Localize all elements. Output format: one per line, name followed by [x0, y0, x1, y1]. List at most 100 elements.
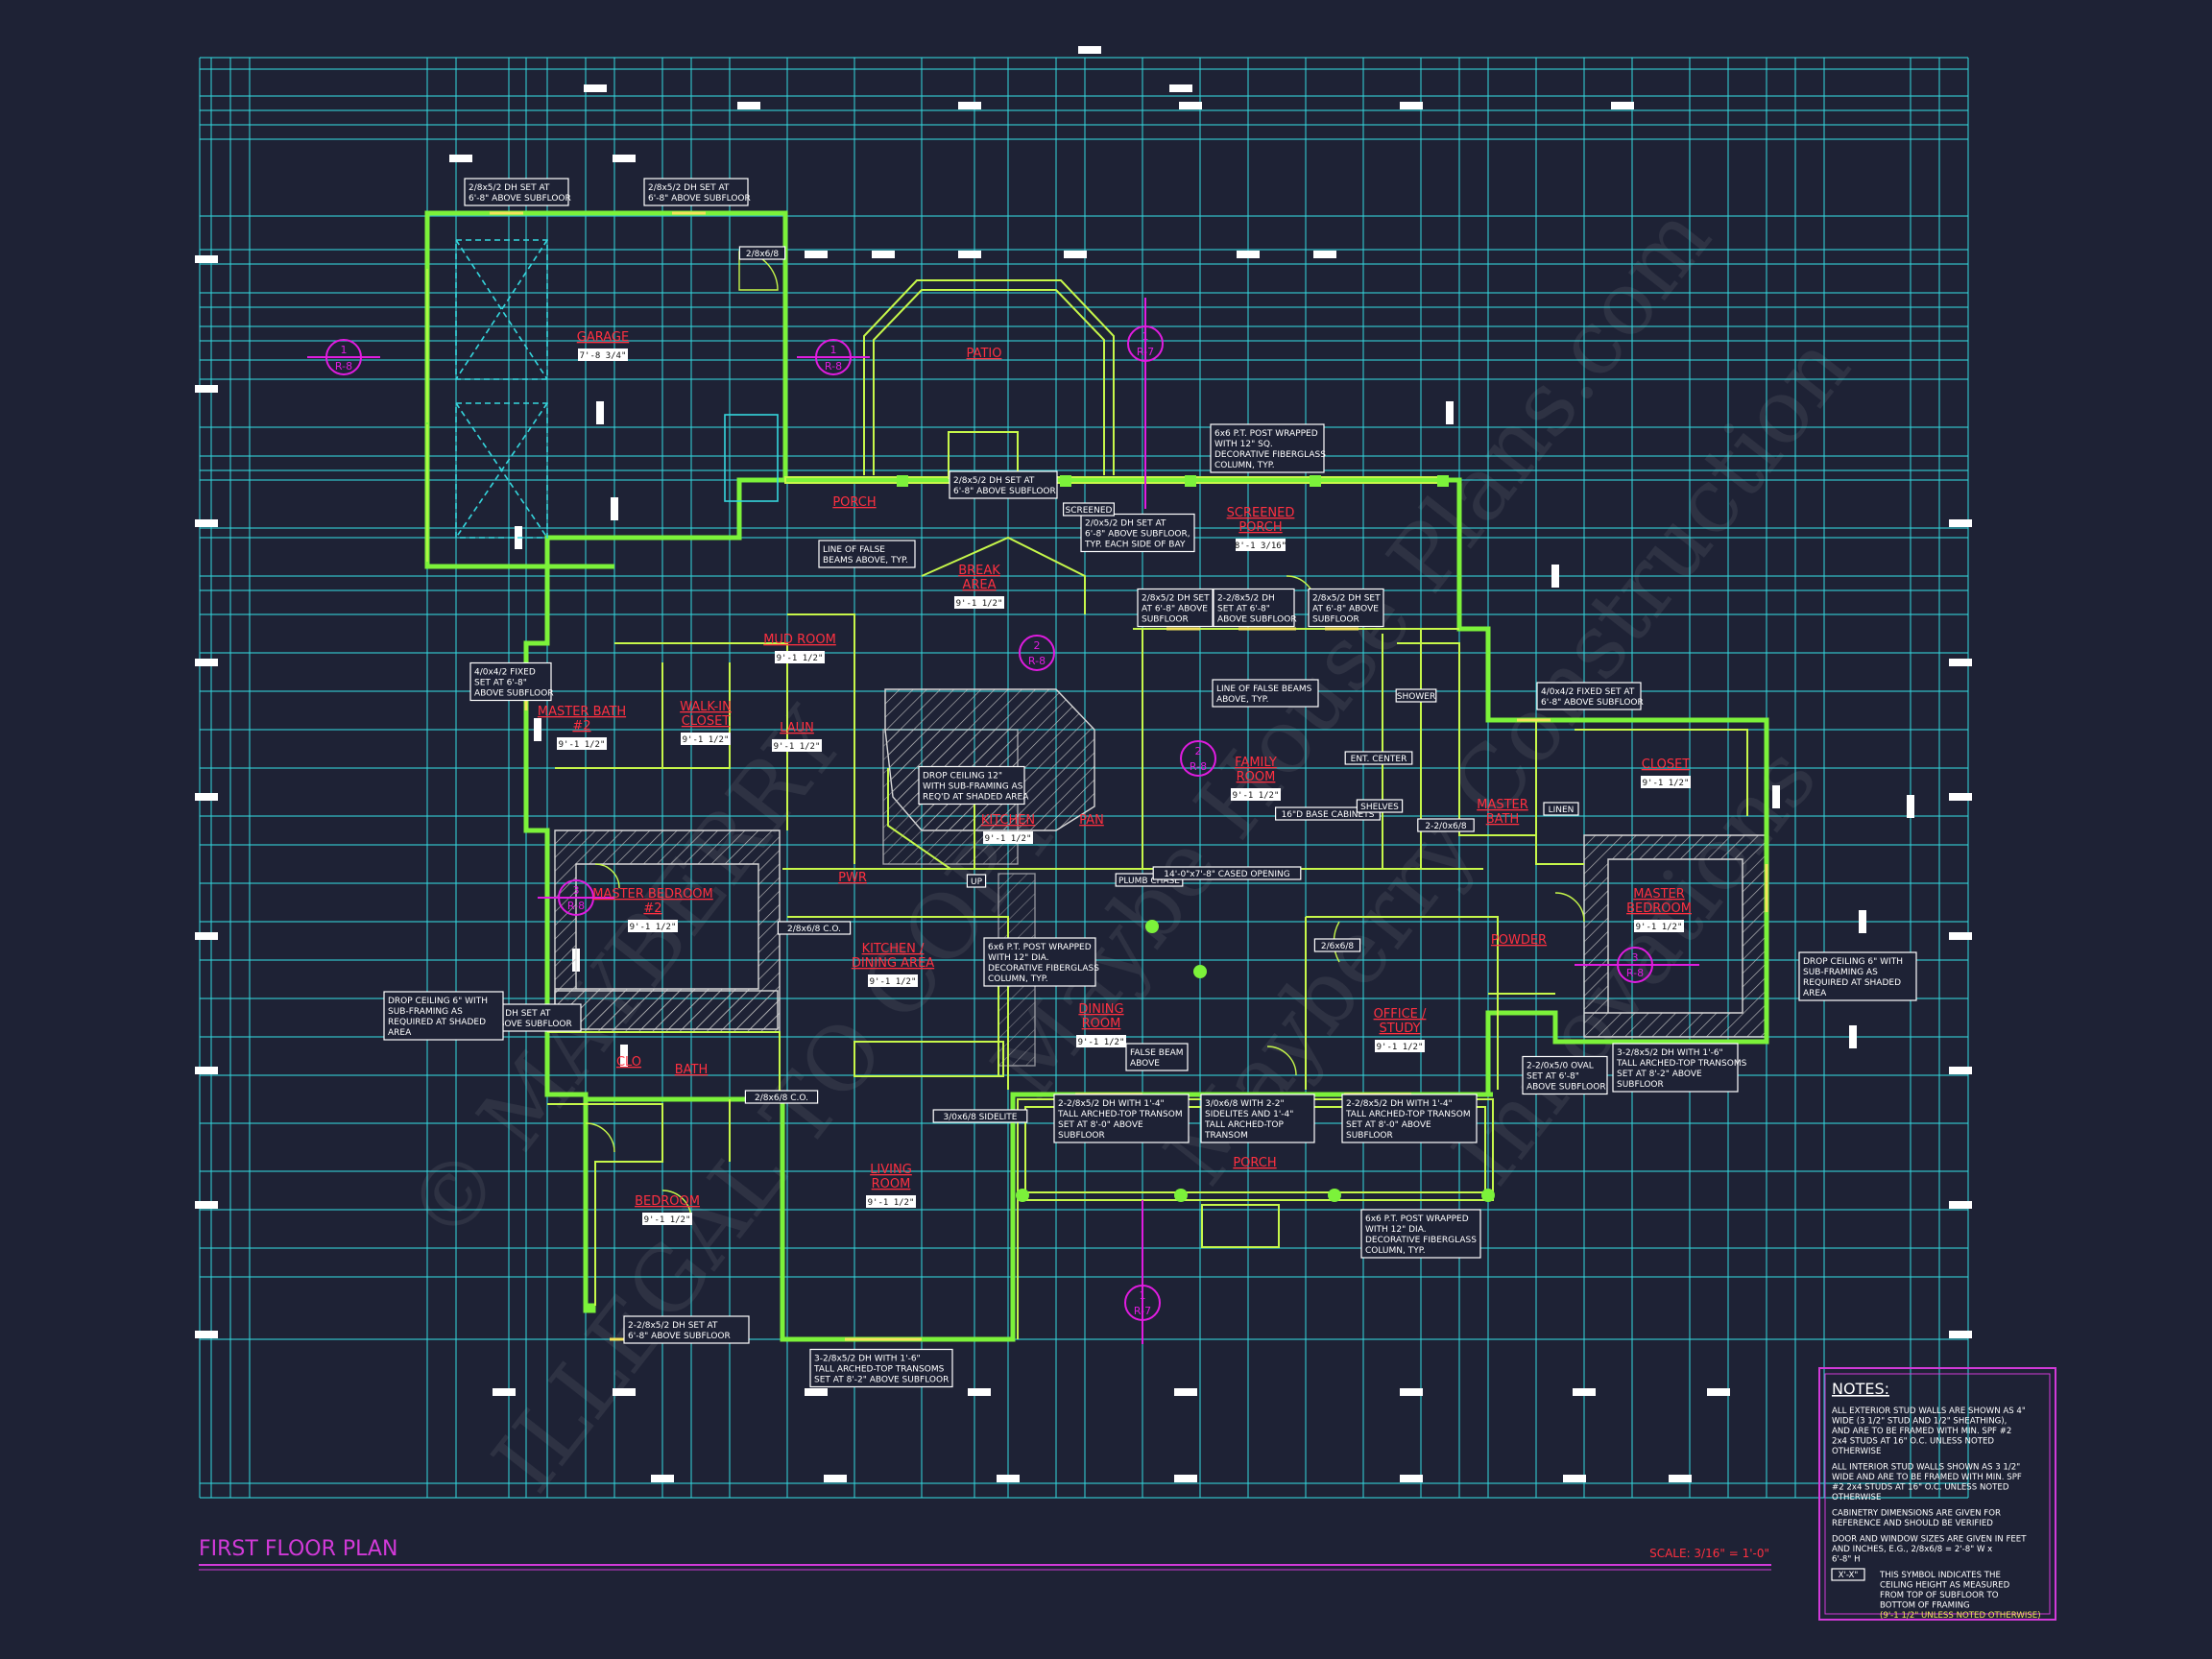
callout-text: SET AT 6'-8" — [1217, 605, 1270, 614]
ceiling-height: 9'-1 1/2" — [644, 1215, 691, 1225]
small-label: SCREENED — [1062, 502, 1115, 517]
notes-item: ALL INTERIOR STUD WALLS SHOWN AS 3 1/2" — [1832, 1463, 2020, 1473]
room-label: CLO — [616, 1055, 641, 1070]
callout-text: DROP CEILING 6" WITH — [1803, 957, 1903, 967]
small-label-box — [1313, 938, 1361, 952]
ceiling-height: 9'-1 1/2" — [1643, 779, 1690, 788]
small-label-text: SCREENED — [1066, 506, 1113, 516]
svg-text:R-8: R-8 — [1028, 655, 1046, 667]
callout-box — [983, 937, 1096, 987]
dimension-tick — [449, 155, 472, 162]
notes-item: DOOR AND WINDOW SIZES ARE GIVEN IN FEET — [1832, 1535, 2027, 1545]
notes-item: OTHERWISE — [1832, 1493, 1881, 1503]
dimension-tick — [1446, 401, 1454, 424]
small-label-text: 2/6x6/8 — [1321, 942, 1355, 951]
svg-text:3: 3 — [1632, 951, 1639, 964]
small-label-text: PLUMB CHASE — [1118, 877, 1180, 886]
callout-text: ABOVE SUBFLOOR — [1217, 615, 1297, 625]
room-name: MASTER — [1633, 887, 1685, 902]
dimension-tick — [1907, 795, 1914, 818]
small-label-text: 14'-0"x7'-8" CASED OPENING — [1164, 870, 1289, 879]
callout-text: SUBFLOOR — [1058, 1131, 1105, 1141]
small-label: 2/8x6/8 — [738, 246, 786, 260]
callout-text: TALL ARCHED-TOP TRANSOM — [1057, 1110, 1183, 1119]
dimension-tick — [805, 251, 828, 258]
small-label-box — [1344, 751, 1413, 765]
notes-item: ALL EXTERIOR STUD WALLS ARE SHOWN AS 4" — [1832, 1407, 2026, 1416]
small-label-box — [966, 874, 987, 888]
callout-text: 2/8x5/2 DH SET — [1312, 594, 1381, 604]
small-label-box — [1417, 818, 1475, 832]
callout-text: 6'-8" ABOVE SUBFLOOR, — [1085, 530, 1190, 540]
ceiling-height: 8'-1 3/16" — [1235, 541, 1286, 551]
notes-item: AND ARE TO BE FRAMED WITH MIN. SPF #2 — [1832, 1427, 2011, 1436]
callout-text: LINE OF FALSE BEAMS — [1216, 685, 1312, 694]
notes-item: CEILING HEIGHT AS MEASURED — [1880, 1581, 2010, 1591]
room-name: MASTER — [1477, 798, 1528, 812]
dimension-tick — [872, 251, 895, 258]
callout-text: REQUIRED AT SHADED — [388, 1018, 486, 1027]
ceiling-height-box — [642, 1213, 692, 1225]
ceiling-height-box — [1634, 920, 1684, 932]
callout-text: WITH 12" DIA. — [988, 953, 1049, 963]
room-name: PATIO — [967, 347, 1002, 361]
dimension-tick — [1707, 1388, 1730, 1396]
room-name: LAUN — [780, 721, 814, 735]
room-name: #2 — [572, 719, 590, 733]
callout-text: REQUIRED AT SHADED — [1803, 978, 1901, 988]
callout-text: SET AT 6'-8" — [474, 679, 527, 688]
small-label-text: 2/8x6/8 C.O. — [787, 925, 841, 934]
callout-box — [1612, 1043, 1739, 1093]
callout-text: DECORATIVE FIBERGLASS — [988, 964, 1099, 974]
dimension-tick — [1949, 932, 1972, 940]
callout: 2-2/8x5/2 DH WITH 1'-4"TALL ARCHED-TOP T… — [1341, 1094, 1478, 1143]
ceiling-height-box — [954, 596, 1004, 609]
callout-text: REQ'D AT SHADED AREA — [923, 793, 1029, 803]
callout-text: SET AT 6'-8" — [1527, 1072, 1579, 1082]
dimension-tick — [1669, 1475, 1692, 1482]
room-name: CLO — [616, 1055, 641, 1070]
dimension-tick — [1949, 1201, 1972, 1209]
callout-text: DROP CEILING 12" — [923, 772, 1002, 781]
callout-text: COLUMN, TYP. — [988, 974, 1048, 984]
callout: 2/8x5/2 DH SET AT6'-8" ABOVE SUBFLOOR — [464, 178, 571, 206]
small-label: 14'-0"x7'-8" CASED OPENING — [1152, 866, 1302, 880]
ceiling-height: 9'-1 1/2" — [1078, 1038, 1125, 1047]
room-name: MASTER BEDROOM — [592, 887, 713, 902]
svg-text:2: 2 — [1195, 745, 1202, 757]
small-label: LINEN — [1543, 802, 1579, 816]
callout-box — [1080, 513, 1195, 553]
room-name: PORCH — [1233, 1156, 1276, 1170]
room-name: AREA — [962, 578, 996, 592]
small-label-text: SHELVES — [1360, 803, 1399, 812]
callout-text: 4/0x4/2 FIXED SET AT — [1541, 687, 1635, 697]
room-name: BEDROOM — [1626, 902, 1692, 916]
notes-item: THIS SYMBOL INDICATES THE — [1879, 1571, 2001, 1580]
callout-text: TYP. EACH SIDE OF BAY — [1084, 541, 1186, 550]
room-name: BATH — [1486, 812, 1520, 827]
svg-text:R-8: R-8 — [825, 360, 842, 373]
callout: 4/0x4/2 FIXED SET AT6'-8" ABOVE SUBFLOOR — [1536, 682, 1644, 710]
ceiling-height: 9'-1 1/2" — [956, 599, 1003, 609]
callout-text: TALL ARCHED-TOP TRANSOMS — [813, 1365, 945, 1375]
callout-text: AT 6'-8" ABOVE — [1312, 605, 1379, 614]
room-label: PAN — [1079, 813, 1104, 828]
room-label: BATH — [675, 1063, 709, 1077]
small-label-text: 2/8x6/8 — [746, 250, 780, 259]
ceiling-height-box — [1641, 776, 1691, 788]
ceiling-height-box — [1236, 539, 1286, 551]
room-label: PORCH — [832, 495, 876, 510]
dimension-tick — [1849, 1025, 1857, 1048]
section-marker: 1 R-7 — [1127, 298, 1164, 509]
notes-symbol-box — [1831, 1568, 1865, 1581]
